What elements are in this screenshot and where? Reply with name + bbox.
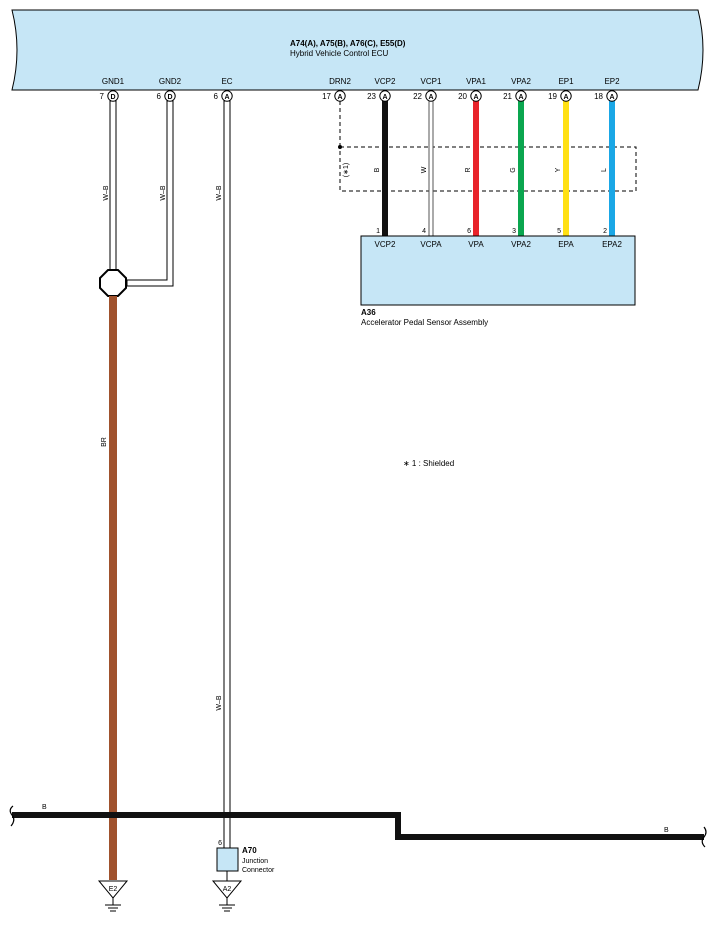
- bus-b-label-left: B: [42, 804, 47, 811]
- junction-name-2: Connector: [242, 867, 275, 874]
- ecu-pin-vpa2-conn-letter: A: [518, 94, 523, 101]
- ecu-pin-ep1-conn-letter: A: [563, 94, 568, 101]
- wire-gnd2-code: W–B: [160, 185, 167, 201]
- ecu-pin-vcp1-conn-letter: A: [428, 94, 433, 101]
- shield-label: (∗1): [343, 163, 350, 177]
- sensor-name: Accelerator Pedal Sensor Assembly: [361, 318, 488, 327]
- ecu-pin-ep1-connector: [560, 90, 572, 102]
- sensor-pin-vpa-name: VPA: [468, 240, 484, 249]
- ecu-pin-ec-connector: [221, 90, 233, 102]
- sensor-pin-vpa2-name: VPA2: [511, 240, 531, 249]
- ecu-pin-ep2-name: EP2: [604, 77, 620, 86]
- junction-id: A70: [242, 846, 257, 855]
- wire-br: [109, 296, 117, 880]
- wire-ep2: [609, 101, 615, 236]
- sensor-pin-epa2-name: EPA2: [602, 240, 622, 249]
- wire-br-code: BR: [101, 437, 108, 447]
- wire-vpa1-code: R: [465, 167, 472, 172]
- sensor-id: A36: [361, 308, 376, 317]
- ecu-pin-vcp2-num: 23: [367, 92, 376, 101]
- shield-note: ∗ 1 : Shielded: [403, 459, 454, 468]
- junction-box: [216, 847, 239, 872]
- junction-name-1: Junction: [242, 858, 268, 865]
- ground-a2-label: A2: [223, 886, 232, 893]
- wire-ep2-code: L: [601, 168, 608, 172]
- ecu-pin-gnd2-connector: [164, 90, 176, 102]
- ecu-pin-gnd2-name: GND2: [159, 77, 182, 86]
- wire-vpa2: [518, 101, 524, 236]
- sensor-pin-vpa2-num: 3: [512, 228, 516, 235]
- ecu-pin-vcp2-conn-letter: A: [382, 94, 387, 101]
- ecu-pin-vcp1-name: VCP1: [421, 77, 442, 86]
- ecu-pin-gnd2-num: 6: [157, 92, 162, 101]
- wire-gnd1-code: W–B: [103, 185, 110, 201]
- sensor-box: [360, 235, 636, 306]
- sensor-pin-epa-name: EPA: [558, 240, 574, 249]
- ecu-pin-vpa1-num: 20: [458, 92, 467, 101]
- wire-ep1: [563, 101, 569, 236]
- sensor-pin-vcp2-name: VCP2: [375, 240, 396, 249]
- sensor-pin-epa-num: 5: [557, 228, 561, 235]
- bus-left-break: [9, 805, 15, 827]
- ecu-pin-vpa2-connector: [515, 90, 527, 102]
- ecu-pin-vcp2-name: VCP2: [375, 77, 396, 86]
- wire-ec-lower-code: W–B: [216, 695, 223, 711]
- bus-b-label-right: B: [664, 827, 669, 834]
- ecu-pin-ep2-num: 18: [594, 92, 603, 101]
- wire-ec: [223, 100, 231, 849]
- ecu-pin-gnd1-name: GND1: [102, 77, 125, 86]
- wire-vcp1-code: W: [421, 166, 428, 173]
- ecu-pin-vpa1-connector: [470, 90, 482, 102]
- ecu-pin-vcp2-connector: [379, 90, 391, 102]
- sensor-pin-vcpa-name: VCPA: [420, 240, 442, 249]
- junction-pin: 6: [218, 840, 222, 847]
- sensor-pin-vcpa-num: 4: [422, 228, 426, 235]
- ecu-pin-drn2-connector: [334, 90, 346, 102]
- ecu-pin-vcp1-connector: [425, 90, 437, 102]
- bus-right-break: [701, 826, 707, 848]
- wire-ec-code: W–B: [216, 185, 223, 201]
- ground-bus-b: [12, 812, 704, 840]
- wire-vcp2: [382, 101, 388, 236]
- ecu-pin-ec-conn-letter: A: [224, 94, 229, 101]
- wire-vcp2-code: B: [374, 167, 381, 172]
- ground-e2-icon: [97, 880, 129, 912]
- wire-vpa1: [473, 101, 479, 236]
- ecu-pin-ep2-connector: [606, 90, 618, 102]
- ecu-connectors: A74(A), A75(B), A76(C), E55(D): [290, 39, 406, 48]
- ecu-pin-vpa2-num: 21: [503, 92, 512, 101]
- ecu-pin-gnd2-conn-letter: D: [167, 94, 172, 101]
- ecu-pin-ec-num: 6: [214, 92, 219, 101]
- splice-point: [99, 269, 127, 297]
- ground-e2-label: E2: [109, 886, 118, 893]
- ecu-pin-drn2-name: DRN2: [329, 77, 351, 86]
- ecu-pin-ep2-conn-letter: A: [609, 94, 614, 101]
- ecu-box: [11, 9, 704, 91]
- wire-vcp1: [428, 100, 434, 237]
- ecu-pin-ep1-name: EP1: [558, 77, 574, 86]
- wire-vpa2-code: G: [510, 167, 517, 172]
- ecu-pin-gnd1-num: 7: [100, 92, 105, 101]
- ecu-name: Hybrid Vehicle Control ECU: [290, 49, 388, 58]
- sensor-pin-epa2-num: 2: [603, 228, 607, 235]
- ecu-pin-ec-name: EC: [221, 77, 232, 86]
- sensor-pin-vcp2-num: 1: [376, 228, 380, 235]
- ecu-pin-drn2-num: 17: [322, 92, 331, 101]
- ecu-pin-vcp1-num: 22: [413, 92, 422, 101]
- wire-gnd1: [109, 100, 117, 272]
- ground-a2-icon: [211, 880, 243, 912]
- ecu-pin-vpa1-conn-letter: A: [473, 94, 478, 101]
- ecu-pin-gnd1-conn-letter: D: [110, 94, 115, 101]
- ecu-pin-vpa1-name: VPA1: [466, 77, 486, 86]
- ecu-pin-vpa2-name: VPA2: [511, 77, 531, 86]
- ecu-pin-ep1-num: 19: [548, 92, 557, 101]
- ecu-pin-gnd1-connector: [107, 90, 119, 102]
- sensor-pin-vpa-num: 6: [467, 228, 471, 235]
- shield-box: [339, 146, 637, 192]
- ecu-pin-drn2-conn-letter: A: [337, 94, 342, 101]
- wire-ep1-code: Y: [555, 167, 562, 172]
